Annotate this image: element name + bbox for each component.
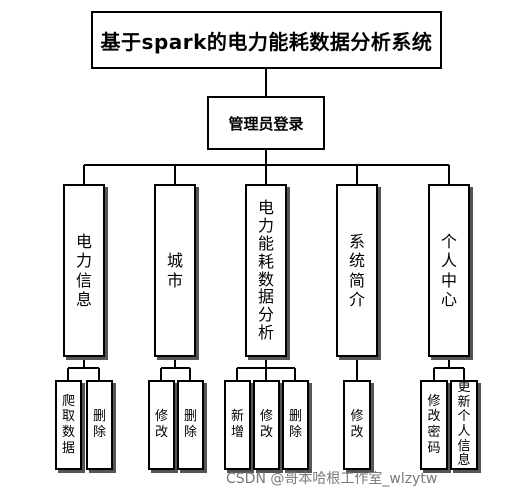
leaf-city-edit: 修改 (148, 380, 175, 470)
system-title: 基于spark的电力能耗数据分析系统 (100, 29, 433, 54)
leaf-city-delete: 删除 (177, 380, 204, 470)
leaf-personal-info: 更新个人信息 (450, 380, 478, 470)
module-city-label: 城市 (166, 251, 183, 290)
leaf-label: 修改 (259, 409, 273, 440)
module-energy-analysis: 电力能耗数据分析 (245, 184, 287, 357)
leaf-power-info-crawl: 爬取数据 (55, 380, 82, 470)
module-power-info-label: 电力信息 (75, 232, 92, 309)
leaf-label: 修改密码 (427, 393, 441, 456)
module-system-intro-label: 系统简介 (348, 232, 365, 309)
module-power-info: 电力信息 (63, 184, 105, 357)
admin-login-label: 管理员登录 (228, 114, 304, 133)
module-personal-center-label: 个人中心 (440, 232, 457, 309)
module-personal-center: 个人中心 (428, 184, 470, 357)
system-title-box: 基于spark的电力能耗数据分析系统 (91, 11, 442, 69)
leaf-energy-delete: 删除 (282, 380, 309, 470)
leaf-label: 新增 (230, 409, 244, 440)
watermark-text: CSDN @哥本哈根工作室_wlzytw (226, 471, 438, 487)
leaf-intro-edit: 修改 (343, 380, 371, 470)
leaf-label: 删除 (288, 409, 302, 440)
leaf-power-info-delete: 删除 (86, 380, 113, 470)
leaf-label: 删除 (92, 409, 106, 440)
leaf-energy-edit: 修改 (253, 380, 280, 470)
leaf-energy-add: 新增 (224, 380, 251, 470)
leaf-label: 爬取数据 (61, 393, 75, 456)
leaf-personal-password: 修改密码 (420, 380, 448, 470)
leaf-label: 修改 (350, 409, 364, 440)
leaf-label: 删除 (183, 409, 197, 440)
module-system-intro: 系统简介 (336, 184, 378, 357)
admin-login-box: 管理员登录 (207, 96, 325, 150)
leaf-label: 修改 (154, 409, 168, 440)
leaf-label: 更新个人信息 (457, 380, 471, 469)
module-energy-analysis-label: 电力能耗数据分析 (257, 197, 274, 343)
module-city: 城市 (154, 184, 196, 357)
